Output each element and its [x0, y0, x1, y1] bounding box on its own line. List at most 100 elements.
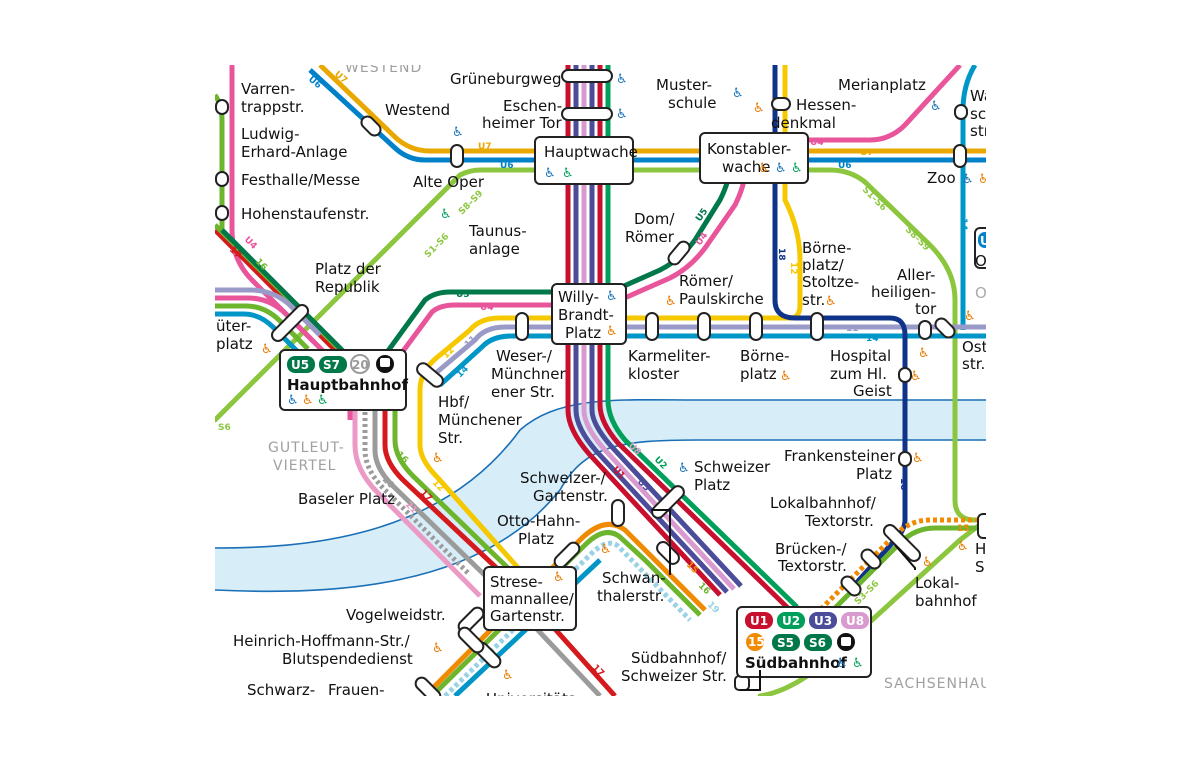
station-hessendenkmal[interactable]: Hessen- — [796, 96, 856, 114]
badge-s6: S6 — [809, 636, 826, 650]
station-h-partial[interactable]: S — [975, 558, 985, 576]
station-taunusanlage[interactable]: anlage — [469, 240, 520, 258]
station-suedbahnhof[interactable]: Südbahnhof — [745, 654, 847, 672]
station-hospital-zum-hl-geist[interactable]: Hospital — [830, 347, 891, 365]
station-hohenstaufenstr[interactable]: Hohenstaufenstr. — [241, 205, 369, 223]
station-o-partial[interactable]: O — [975, 284, 987, 302]
station-heinrich-hoffmann-str[interactable]: Blutspendedienst — [282, 650, 413, 668]
station-weser-muenchener-str[interactable]: Weser-/ — [496, 347, 553, 365]
station-otto-hahn-platz[interactable]: Platz — [518, 530, 554, 548]
station-karmeliterkloster[interactable]: kloster — [628, 365, 680, 383]
station-karmeliterkloster[interactable]: Karmeliter- — [628, 347, 711, 365]
station-ostendstr[interactable]: str. — [962, 355, 985, 373]
station-lokalbahnhof[interactable]: bahnhof — [915, 592, 977, 610]
station-zoo[interactable]: Zoo — [927, 169, 956, 187]
svg-text:18: 18 — [776, 248, 786, 261]
station-allerheiligentor[interactable]: heiligen- — [871, 283, 936, 301]
station-hbf-muenchener-str[interactable]: Hbf/ — [438, 393, 470, 411]
station-roemer-paulskirche[interactable]: Paulskirche — [679, 290, 764, 308]
station-taunusanlage[interactable]: Taunus- — [468, 222, 527, 240]
station-lokalbahnhof[interactable]: Lokal- — [915, 574, 959, 592]
station-boerneplatz[interactable]: platz — [740, 365, 777, 383]
station-bruecken-textorstr[interactable]: Textorstr. — [777, 557, 847, 575]
station-stresemannallee-gartenstr[interactable]: Strese- — [490, 573, 543, 591]
station-frauenhof[interactable]: Frauen- — [328, 681, 385, 699]
station-schwarzburgstr[interactable]: Schwarz- — [247, 681, 315, 699]
station-allerheiligentor[interactable]: Aller- — [897, 266, 935, 284]
station-weser-muenchener-str[interactable]: Münchner — [491, 365, 566, 383]
station-boerneplatz-stoltzestr[interactable]: platz/ — [802, 256, 845, 274]
station-konstablerwache[interactable]: Konstabler- — [707, 140, 791, 158]
station-o-partial[interactable]: O — [975, 252, 987, 270]
station-ludwig-erhard-anlage[interactable]: Ludwig- — [241, 125, 300, 143]
svg-text:♿: ♿ — [964, 309, 976, 324]
station-ostendstr[interactable]: Ost — [962, 338, 988, 356]
station-universitaetsklinikum[interactable]: Universitäts — [486, 690, 576, 708]
svg-text:U4: U4 — [810, 138, 824, 148]
station-eschenheimer-tor[interactable]: heimer Tor — [482, 114, 562, 132]
station-hospital-zum-hl-geist[interactable]: zum Hl. — [830, 365, 887, 383]
station-lokalbahnhof-textorstr[interactable]: Textorstr. — [804, 512, 874, 530]
station-hauptbahnhof[interactable]: Hauptbahnhof — [287, 376, 408, 394]
station-schwanthalerstr[interactable]: thalerstr. — [597, 587, 664, 605]
svg-text:U6: U6 — [500, 161, 514, 171]
station-waldschmidtstr[interactable]: sc — [970, 105, 986, 123]
station-willy-brandt-platz[interactable]: Platz — [565, 324, 601, 342]
station-dom-roemer[interactable]: Römer — [625, 228, 675, 246]
station-festhalle-messe[interactable]: Festhalle/Messe — [241, 171, 360, 189]
station-hessendenkmal[interactable]: denkmal — [771, 114, 836, 132]
station-willy-brandt-platz[interactable]: Willy- — [558, 288, 599, 306]
station-varrentrappstr[interactable]: trappstr. — [241, 98, 305, 116]
station-musterschule[interactable]: Muster- — [656, 76, 712, 94]
station-varrentrappstr[interactable]: Varren- — [241, 80, 295, 98]
station-frankensteiner-platz[interactable]: Frankensteiner — [784, 447, 896, 465]
station-suedbahnhof-schweizer-str[interactable]: Schweizer Str. — [621, 667, 727, 685]
station-boerneplatz-stoltzestr[interactable]: Börne- — [802, 239, 852, 257]
station-platz-der-republik[interactable]: Platz der — [315, 260, 382, 278]
station-gueterplatz[interactable]: üter- — [216, 317, 251, 335]
station-alte-oper[interactable]: Alte Oper — [413, 173, 485, 191]
station-eschenheimer-tor[interactable]: Eschen- — [503, 97, 562, 115]
station-hospital-zum-hl-geist[interactable]: Geist — [853, 382, 892, 400]
station-waldschmidtstr[interactable]: Wa — [970, 87, 993, 105]
station-allerheiligentor[interactable]: tor — [915, 300, 937, 318]
station-waldschmidtstr[interactable]: str — [970, 122, 991, 140]
station-baseler-platz[interactable]: Baseler Platz — [298, 490, 395, 508]
station-schweizer-platz[interactable]: Platz — [694, 476, 730, 494]
station-otto-hahn-platz[interactable]: Otto-Hahn- — [497, 512, 580, 530]
station-schweizer-gartenstr[interactable]: Gartenstr. — [533, 487, 608, 505]
station-boerneplatz-stoltzestr[interactable]: str. — [802, 291, 825, 309]
station-vogelweidstr[interactable]: Vogelweidstr. — [346, 606, 446, 624]
station-musterschule[interactable]: schule — [668, 94, 716, 112]
station-merianplatz[interactable]: Merianplatz — [838, 76, 926, 94]
station-bruecken-textorstr[interactable]: Brücken-/ — [775, 540, 848, 558]
station-dom-roemer[interactable]: Dom/ — [634, 210, 675, 228]
station-platz-der-republik[interactable]: Republik — [315, 278, 380, 296]
station-konstablerwache[interactable]: wache — [722, 158, 770, 176]
station-schweizer-gartenstr[interactable]: Schweizer-/ — [520, 469, 607, 487]
station-stresemannallee-gartenstr[interactable]: mannallee/ — [490, 590, 575, 608]
station-heinrich-hoffmann-str[interactable]: Heinrich-Hoffmann-Str./ — [233, 632, 411, 650]
station-schwanthalerstr[interactable]: Schwan- — [602, 569, 666, 587]
station-westend[interactable]: Westend — [385, 101, 450, 119]
station-hbf-muenchener-str[interactable]: Str. — [438, 429, 463, 447]
station-suedbahnhof-schweizer-str[interactable]: Südbahnhof/ — [631, 649, 727, 667]
station-boerneplatz-stoltzestr[interactable]: Stoltze- — [802, 273, 859, 291]
station-lokalbahnhof-textorstr[interactable]: Lokalbahnhof/ — [770, 494, 877, 512]
station-h-partial[interactable]: H — [975, 540, 986, 558]
station-weser-muenchener-str[interactable]: ener Str. — [491, 383, 555, 401]
svg-text:18: 18 — [898, 478, 908, 491]
station-hauptwache[interactable]: Hauptwache — [544, 143, 638, 161]
station-willy-brandt-platz[interactable]: Brandt- — [558, 306, 614, 324]
station-hbf-muenchener-str[interactable]: Münchener — [438, 411, 523, 429]
station-boerneplatz[interactable]: Börne- — [740, 347, 790, 365]
station-frankensteiner-platz[interactable]: Platz — [856, 465, 892, 483]
station-roemer-paulskirche[interactable]: Römer/ — [679, 272, 734, 290]
line-u4-right — [800, 65, 962, 143]
station-schweizer-platz[interactable]: Schweizer — [694, 458, 771, 476]
station-gueterplatz[interactable]: platz — [216, 335, 253, 353]
station-grueneburgweg[interactable]: Grüneburgweg — [450, 70, 562, 88]
station-ludwig-erhard-anlage[interactable]: Erhard-Anlage — [241, 143, 347, 161]
svg-text:♿: ♿ — [502, 668, 514, 683]
station-stresemannallee-gartenstr[interactable]: Gartenstr. — [490, 607, 565, 625]
